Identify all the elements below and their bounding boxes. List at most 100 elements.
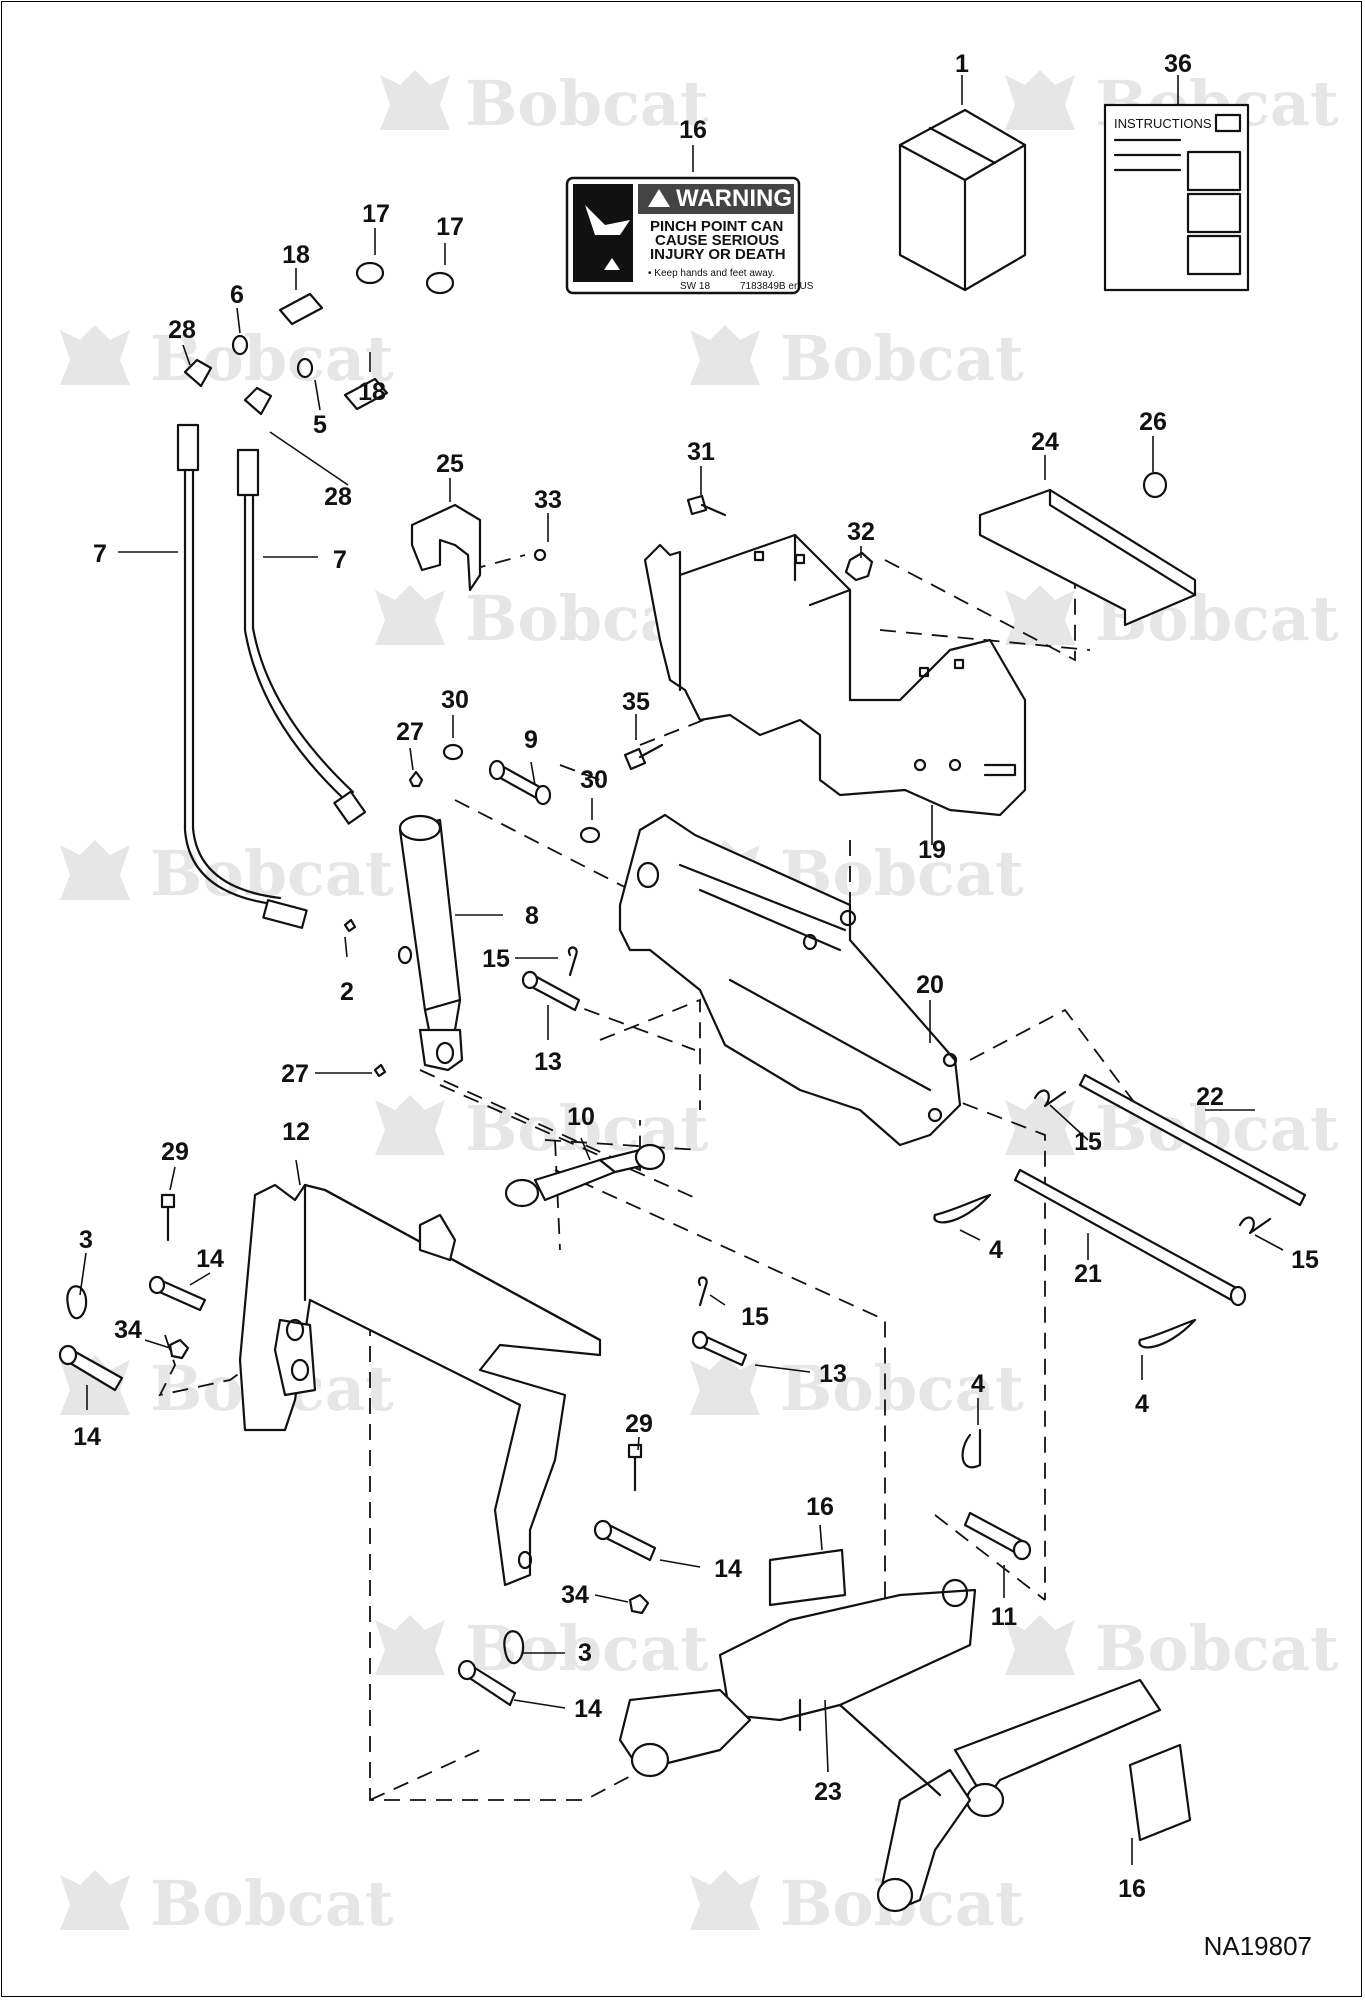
callout-13: 13: [534, 1048, 562, 1076]
svg-text:Bobcat: Bobcat: [780, 322, 1024, 395]
callout-7: 7: [333, 546, 347, 574]
callout-26: 26: [1139, 408, 1167, 436]
callout-29: 29: [161, 1138, 189, 1166]
callout-12: 12: [282, 1118, 310, 1146]
callout-30: 30: [441, 686, 469, 714]
callout-30: 30: [580, 766, 608, 794]
callout-6: 6: [230, 281, 244, 309]
svg-text:7183849B enUS: 7183849B enUS: [740, 281, 814, 292]
svg-text:Bobcat: Bobcat: [150, 322, 394, 395]
part-manual-36: INSTRUCTIONS: [1103, 103, 1250, 292]
part-box-1: [898, 108, 1027, 292]
callout-35: 35: [622, 688, 650, 716]
svg-text:INJURY OR DEATH: INJURY OR DEATH: [650, 246, 786, 263]
part-bracket-25: [410, 503, 547, 592]
callout-18: 18: [358, 378, 386, 406]
callout-31: 31: [687, 438, 715, 466]
callout-9: 9: [524, 726, 538, 754]
callout-4: 4: [1135, 1390, 1149, 1418]
part-cylinder-8: [397, 814, 464, 1072]
callout-27: 27: [281, 1060, 309, 1088]
svg-text:Bobcat: Bobcat: [465, 67, 709, 140]
watermark-logo: Bobcat: [690, 322, 1024, 395]
svg-text:PINCH POINT CAN: PINCH POINT CAN: [650, 218, 783, 235]
svg-text:• Keep hands and feet away.: • Keep hands and feet away.: [648, 268, 775, 279]
callout-20: 20: [916, 971, 944, 999]
callout-10: 10: [567, 1103, 595, 1131]
watermark-logo: Bobcat: [375, 1092, 709, 1165]
part-link-10: [504, 1143, 666, 1208]
callout-1: 1: [955, 50, 969, 78]
callout-21: 21: [1074, 1260, 1102, 1288]
callout-3: 3: [578, 1639, 592, 1667]
part-bolts: [623, 494, 874, 771]
watermark-logo: Bobcat: [690, 1867, 1024, 1940]
callout-33: 33: [534, 486, 562, 514]
part-lower-assembly: [618, 1511, 1192, 1913]
callout-14: 14: [714, 1555, 742, 1583]
callout-4: 4: [989, 1236, 1003, 1264]
callout-27: 27: [396, 718, 424, 746]
svg-text:INSTRUCTIONS: INSTRUCTIONS: [1114, 116, 1212, 131]
callout-28: 28: [168, 316, 196, 344]
hydraulic-fittings: [183, 261, 455, 416]
callout-23: 23: [814, 1778, 842, 1806]
callout-17: 17: [436, 213, 464, 241]
part-frame-12: [238, 1183, 602, 1587]
watermark-logo: Bobcat: [375, 1612, 709, 1685]
callout-2: 2: [340, 978, 354, 1006]
part-rods-21-22: [933, 1073, 1307, 1469]
watermark-logo: Bobcat: [1005, 1612, 1339, 1685]
callout-labels: 1 36 16 17 17 18 18 6 28 5 28 7 7 25 33 …: [73, 50, 1319, 1903]
figure-id: NA19807: [1204, 1931, 1312, 1961]
warning-decal-16: WARNING PINCH POINT CAN CAUSE SERIOUS IN…: [565, 176, 814, 295]
callout-15: 15: [482, 945, 510, 973]
watermark-logo: Bobcat: [60, 1867, 394, 1940]
svg-text:Bobcat: Bobcat: [150, 1867, 394, 1940]
callout-3: 3: [79, 1226, 93, 1254]
watermark-logo: Bobcat: [60, 1352, 394, 1425]
callout-17: 17: [362, 200, 390, 228]
callout-28: 28: [324, 483, 352, 511]
part-frame-20: [618, 813, 962, 1147]
callout-34: 34: [561, 1581, 589, 1609]
part-hardware-left: [58, 1193, 657, 1707]
callout-36: 36: [1164, 50, 1192, 78]
callout-14: 14: [574, 1695, 602, 1723]
callout-15: 15: [1074, 1128, 1102, 1156]
svg-text:WARNING: WARNING: [676, 185, 792, 212]
callout-16: 16: [679, 116, 707, 144]
callout-13: 13: [819, 1360, 847, 1388]
callout-32: 32: [847, 518, 875, 546]
callout-25: 25: [436, 450, 464, 478]
callout-24: 24: [1031, 428, 1059, 456]
callout-5: 5: [313, 411, 327, 439]
callout-18: 18: [282, 241, 310, 269]
svg-text:Bobcat: Bobcat: [150, 837, 394, 910]
leader-lines: [79, 75, 1284, 1865]
callout-34: 34: [114, 1316, 142, 1344]
callout-4: 4: [971, 1370, 985, 1398]
hydraulic-hoses: [176, 423, 367, 929]
part-pins-13-15: [521, 946, 748, 1367]
callout-14: 14: [196, 1245, 224, 1273]
callout-15: 15: [741, 1303, 769, 1331]
callout-19: 19: [918, 836, 946, 864]
part-pin-9: [343, 743, 601, 1078]
svg-text:Bobcat: Bobcat: [780, 1352, 1024, 1425]
callout-8: 8: [525, 902, 539, 930]
svg-text:Bobcat: Bobcat: [1095, 1612, 1339, 1685]
callout-7: 7: [93, 540, 107, 568]
svg-text:SW 18: SW 18: [680, 281, 710, 292]
watermark-logo: Bobcat: [380, 67, 709, 140]
callout-14: 14: [73, 1423, 101, 1451]
watermark-logo: Bobcat: [60, 322, 394, 395]
svg-text:CAUSE SERIOUS: CAUSE SERIOUS: [655, 232, 779, 249]
part-mount-plate-19: [643, 533, 1027, 817]
watermark-logo: Bobcat: [60, 837, 394, 910]
callout-11: 11: [991, 1603, 1018, 1631]
part-cover-24: [978, 471, 1197, 627]
callout-16: 16: [1118, 1875, 1146, 1903]
